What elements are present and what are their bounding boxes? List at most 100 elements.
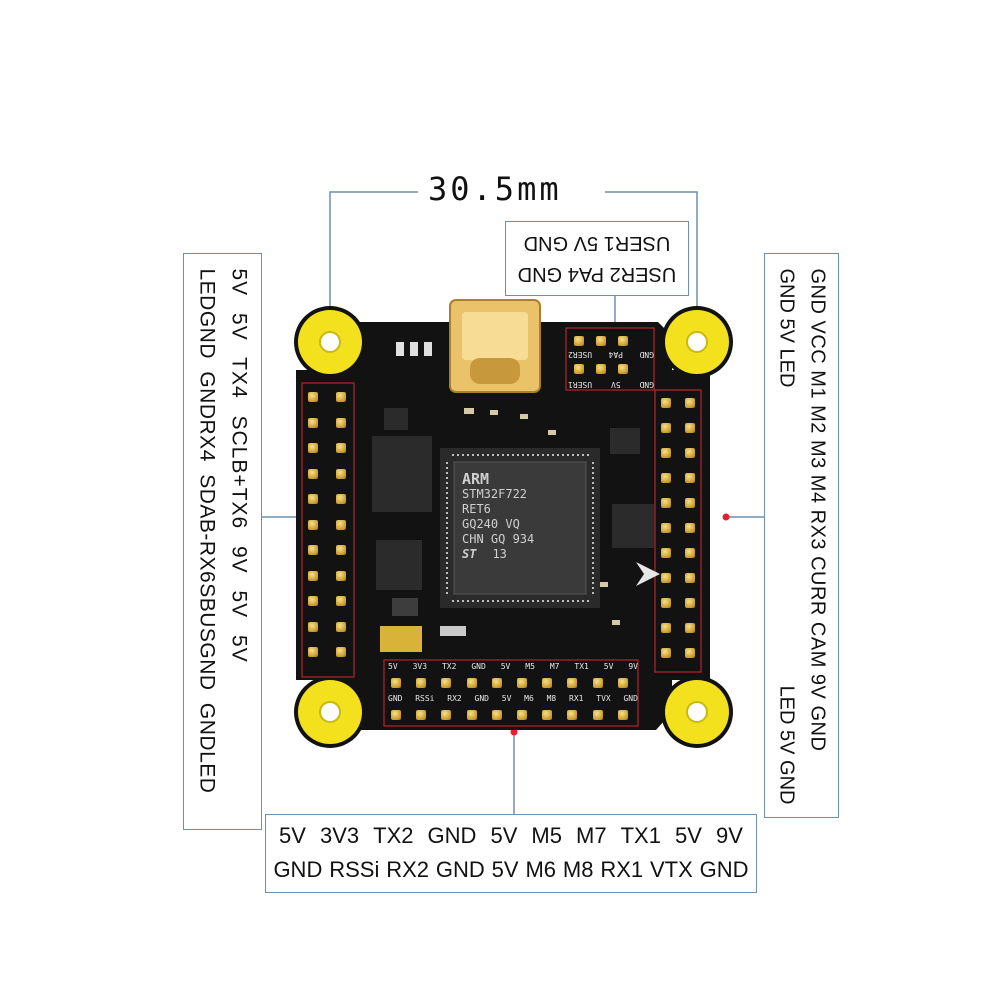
solder-pad bbox=[661, 548, 671, 558]
solder-pad bbox=[416, 710, 427, 720]
dimension-line-left bbox=[329, 191, 418, 340]
solder-pad bbox=[592, 678, 603, 688]
solder-pad bbox=[661, 398, 671, 408]
solder-pad bbox=[308, 647, 318, 657]
solder-pad bbox=[685, 423, 695, 433]
dimension-line-right bbox=[605, 191, 698, 340]
bottom-r1-2: TX2 bbox=[373, 823, 414, 848]
solder-pad bbox=[336, 443, 346, 453]
arrow-logo-icon bbox=[636, 562, 660, 586]
silk-t-5: USER1 bbox=[568, 380, 593, 389]
solder-pad bbox=[308, 570, 318, 581]
solder-pad bbox=[574, 364, 584, 374]
solder-pad bbox=[441, 710, 452, 720]
solder-pad bbox=[336, 417, 346, 428]
bottom-r1-4: 5V bbox=[490, 823, 518, 848]
solder-pad bbox=[466, 678, 477, 688]
chip-logo: ST bbox=[462, 547, 477, 561]
solder-pad bbox=[336, 647, 346, 657]
right-callout-box: GND VCC M1 M2 M3 M4 RX3 CURR CAM 9V GND … bbox=[764, 253, 839, 818]
chip-model: STM32F722 bbox=[462, 487, 528, 501]
chip-code: 13 bbox=[492, 547, 507, 561]
silk-b2-9: GND bbox=[623, 694, 638, 703]
bottom-r1-8: 5V bbox=[675, 823, 702, 848]
bottom-r2-8: VTX bbox=[649, 857, 693, 882]
bottom-r2-1: RSSi bbox=[329, 857, 380, 882]
bottom-r1-0: 5V bbox=[279, 823, 306, 848]
bottom-r2-6: M8 bbox=[562, 857, 594, 882]
solder-pad bbox=[596, 336, 606, 346]
solder-pad bbox=[685, 498, 695, 508]
silk-b1-7: TX1 bbox=[574, 662, 589, 671]
solder-pad bbox=[685, 598, 695, 608]
bottom-callout-box: 5V 3V3 TX2 GND 5V M5 M7 TX1 5V 9V GND RS… bbox=[265, 814, 757, 893]
solder-pad bbox=[567, 678, 578, 688]
solder-pad bbox=[517, 710, 527, 720]
left-callout-box: 5V 5V TX4 SCLB+TX6 9V 5V 5V LEDGND GNDRX… bbox=[183, 253, 262, 830]
solder-pad bbox=[685, 548, 695, 558]
solder-pad bbox=[617, 710, 628, 720]
solder-pad bbox=[336, 596, 346, 606]
solder-pad bbox=[618, 364, 628, 374]
solder-pad bbox=[685, 473, 695, 483]
marker-right bbox=[722, 513, 730, 521]
solder-pad bbox=[416, 678, 427, 688]
usb-c-connector bbox=[449, 299, 541, 393]
solder-pad bbox=[308, 417, 318, 428]
solder-pad bbox=[466, 710, 477, 720]
bottom-row-1: 5V 3V3 TX2 GND 5V M5 M7 TX1 5V 9V bbox=[266, 823, 756, 849]
solder-pad bbox=[391, 710, 401, 720]
solder-pad bbox=[661, 448, 671, 458]
silk-bottom-top-row: 5V 3V3 TX2 GND 5V M5 M7 TX1 5V 9V bbox=[388, 662, 638, 671]
silk-t-1: PA4 bbox=[608, 350, 624, 359]
silk-t-3: GND bbox=[639, 380, 654, 389]
solder-pad bbox=[685, 398, 695, 408]
bottom-r2-4: 5V bbox=[491, 857, 519, 882]
solder-pad bbox=[618, 336, 628, 346]
chip-line4: GQ240 VQ bbox=[462, 517, 520, 531]
solder-pad bbox=[574, 336, 584, 346]
silk-t-2: USER2 bbox=[568, 350, 593, 359]
silk-b2-3: GND bbox=[474, 694, 489, 703]
solder-pad bbox=[542, 678, 553, 688]
chip-brand: ARM bbox=[462, 470, 490, 488]
silk-top-header-2: GND 5V USER1 bbox=[568, 380, 654, 389]
chip-line5: CHN GQ 934 bbox=[462, 532, 535, 546]
solder-pad bbox=[661, 498, 671, 508]
solder-pad bbox=[661, 648, 671, 658]
silk-b2-1: RSSi bbox=[415, 694, 435, 703]
silk-b1-9: 9V bbox=[628, 662, 638, 671]
solder-pad bbox=[542, 710, 553, 720]
chip-markings: ARM STM32F722 RET6 GQ240 VQ CHN GQ 934 S… bbox=[462, 472, 582, 562]
bottom-r2-9: GND bbox=[699, 857, 749, 882]
silk-b1-3: GND bbox=[471, 662, 486, 671]
solder-pad bbox=[617, 678, 628, 688]
solder-pad bbox=[336, 468, 346, 479]
bottom-r2-5: M6 bbox=[525, 857, 556, 882]
bottom-r1-6: M7 bbox=[576, 823, 607, 848]
solder-pad bbox=[661, 423, 671, 433]
dimension-label: 30.5mm bbox=[428, 170, 562, 208]
solder-pad bbox=[661, 573, 671, 583]
silk-t-4: 5V bbox=[611, 380, 621, 389]
silk-b2-7: RX1 bbox=[569, 694, 584, 703]
top-callout-box: USER2 PA4 GND USER1 5V GND bbox=[505, 221, 689, 296]
solder-pad bbox=[308, 596, 318, 606]
solder-pad bbox=[336, 545, 346, 555]
solder-pad bbox=[661, 473, 671, 483]
solder-pad bbox=[592, 710, 603, 720]
solder-pad bbox=[336, 621, 346, 632]
silk-b2-5: M6 bbox=[524, 694, 534, 703]
solder-pad bbox=[308, 443, 318, 453]
marker-bottom bbox=[510, 728, 518, 736]
solder-pad bbox=[661, 598, 671, 608]
solder-pad bbox=[661, 523, 671, 533]
solder-pad bbox=[308, 392, 318, 402]
bottom-r2-0: GND bbox=[273, 857, 323, 882]
solder-pad bbox=[661, 623, 671, 633]
silk-bottom-bot-row: GND RSSi RX2 GND 5V M6 M8 RX1 TVX GND bbox=[388, 694, 638, 703]
solder-pad bbox=[491, 710, 502, 720]
solder-pad bbox=[441, 678, 452, 688]
silk-b1-8: 5V bbox=[603, 662, 614, 671]
